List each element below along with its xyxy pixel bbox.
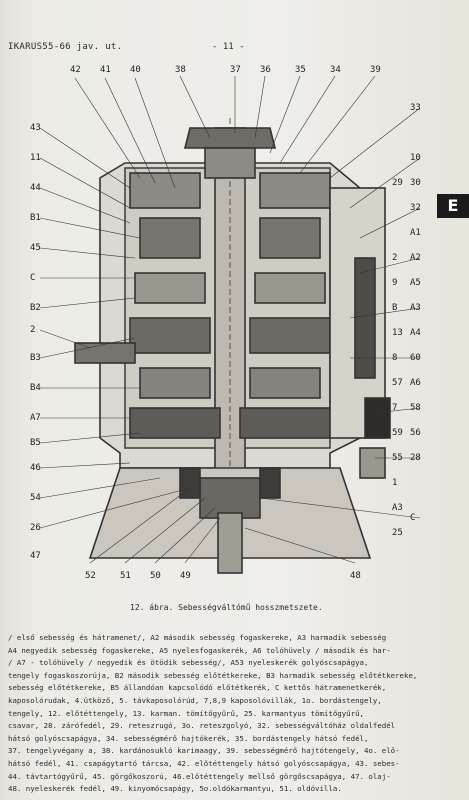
legend-line: 44. távtartógyűrű, 45. görgőkoszorú, 46.… — [8, 771, 391, 781]
callout-54: 54 — [30, 493, 41, 503]
callout-7: 7 — [392, 403, 397, 413]
document-reference: IKARUS55-66 jav. ut. — [8, 42, 123, 52]
callout-51: 51 — [120, 571, 131, 581]
callout-30: 30 — [410, 178, 421, 188]
page-number: - 11 - — [212, 42, 245, 52]
callout-2: 2 — [30, 325, 35, 335]
callout-33: 33 — [410, 103, 421, 113]
callout-42: 42 — [70, 65, 81, 75]
right-callouts-inner: 29 2 9 B 13 8 57 7 59 55 1 A3 25 — [392, 178, 403, 538]
callout-41: 41 — [100, 65, 111, 75]
legend-line: tengely fogaskoszorúja, B2 második sebes… — [8, 670, 418, 680]
callout-26: 26 — [30, 523, 41, 533]
callout-48: 48 — [350, 571, 361, 581]
callout-25: 25 — [392, 528, 403, 538]
callout-a3: A3 — [410, 303, 421, 313]
callout-47: 47 — [30, 551, 41, 561]
callout-36: 36 — [260, 65, 271, 75]
gearbox-cross-section-drawing: 42 41 40 38 37 36 35 34 39 43 11 44 B1 4… — [30, 65, 421, 581]
callout-40: 40 — [130, 65, 141, 75]
callout-37: 37 — [230, 65, 241, 75]
callout-b3: B3 — [30, 353, 41, 363]
callout-9: 9 — [392, 278, 397, 288]
callout-b4: B4 — [30, 383, 41, 393]
callout-10: 10 — [410, 153, 421, 163]
parts-legend: / első sebesség és hátramenet/, A2 másod… — [8, 632, 460, 796]
legend-line: 48. nyeleskerék fedél, 49. kinyomócsapág… — [8, 784, 342, 794]
callout-60: 60 — [410, 353, 421, 363]
callout-46: 46 — [30, 463, 41, 473]
top-callouts: 42 41 40 38 37 36 35 34 39 — [70, 65, 381, 75]
callout-38: 38 — [175, 65, 186, 75]
callout-b-right: B — [392, 303, 397, 313]
callout-58: 58 — [410, 403, 421, 413]
callout-1: 1 — [392, 478, 397, 488]
legend-line: hátsó fedél, 41. csapágytartó tárcsa, 42… — [8, 758, 400, 768]
callout-a5: A5 — [410, 278, 421, 288]
callout-35: 35 — [295, 65, 306, 75]
leader-lines — [39, 75, 421, 564]
legend-line: csavar, 28. zárófedél, 29. reteszrugó, 3… — [8, 721, 396, 731]
legend-line: sebesség előtétkereke, B5 állandóan kapc… — [8, 683, 387, 693]
callout-57: 57 — [392, 378, 403, 388]
callout-a7: A7 — [30, 413, 41, 423]
callout-44: 44 — [30, 183, 41, 193]
callout-29: 29 — [392, 178, 403, 188]
callout-50: 50 — [150, 571, 161, 581]
legend-line: hátsó golyóscsapágya, 34. sebességmérő h… — [8, 733, 369, 743]
callout-34: 34 — [330, 65, 341, 75]
callout-11: 11 — [30, 153, 41, 163]
callout-a3-lower: A3 — [392, 503, 403, 513]
callout-32: 32 — [410, 203, 421, 213]
callout-b5: B5 — [30, 438, 41, 448]
callout-c-right: C — [410, 513, 415, 523]
callout-a6: A6 — [410, 378, 421, 388]
callout-c: C — [30, 273, 35, 283]
callout-28: 28 — [410, 453, 421, 463]
legend-line: kaposolórudak, 4.ütköző, 5. távkaposolór… — [8, 695, 382, 705]
bottom-callouts: 52 51 50 49 48 — [85, 571, 361, 581]
callout-43: 43 — [30, 123, 41, 133]
callout-a2: A2 — [410, 253, 421, 263]
callout-a4: A4 — [410, 328, 421, 338]
callout-8: 8 — [392, 353, 397, 363]
callout-2-right: 2 — [392, 253, 397, 263]
callout-45: 45 — [30, 243, 41, 253]
figure-caption: 12. ábra. Sebességváltómű hosszmetszete. — [130, 603, 323, 612]
callout-49: 49 — [180, 571, 191, 581]
legend-line: 37. tengelyvégany a, 38. kardánosukló ka… — [8, 746, 400, 756]
callout-52: 52 — [85, 571, 96, 581]
callout-59: 59 — [392, 428, 403, 438]
callout-55: 55 — [392, 453, 403, 463]
callout-56: 56 — [410, 428, 421, 438]
right-callouts: 33 10 30 32 A1 A2 A5 A3 A4 60 A6 58 56 2… — [410, 103, 421, 523]
callout-39: 39 — [370, 65, 381, 75]
callout-b2: B2 — [30, 303, 41, 313]
gearbox-housing — [74, 118, 391, 574]
legend-line: / első sebesség és hátramenet/, A2 másod… — [8, 633, 387, 642]
legend-line: tengely, 12. előtéttengely, 13. karman. … — [8, 708, 364, 718]
callout-b1: B1 — [30, 213, 41, 223]
callout-a1: A1 — [410, 228, 421, 238]
legend-line: / A7 - tolóhüvely / negyedik és ötödik s… — [8, 658, 369, 668]
left-callouts: 43 11 44 B1 45 C B2 2 B3 B4 A7 B5 46 54 … — [30, 123, 41, 561]
callout-13: 13 — [392, 328, 403, 338]
section-tab: E — [437, 194, 469, 218]
legend-line: A4 negyedik sebesség fogaskereke, A5 nye… — [8, 645, 391, 655]
